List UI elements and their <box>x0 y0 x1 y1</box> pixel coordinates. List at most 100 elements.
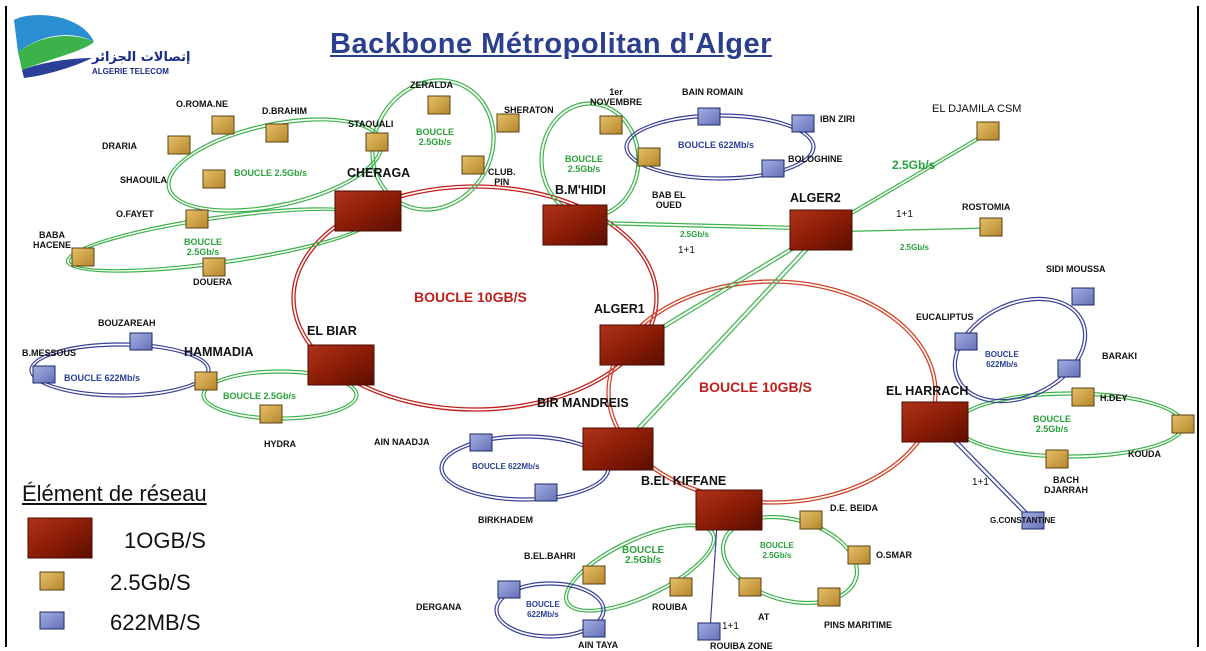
label-rostomia: ROSTOMIA <box>962 202 1011 212</box>
node-clubpin[interactable] <box>461 155 485 175</box>
label-debeida: D.E. BEIDA <box>830 503 879 513</box>
label-shaoula: SHAOUILA <box>120 175 167 185</box>
label-birmandreis: BIR MANDREIS <box>537 396 629 410</box>
node-alger2[interactable] <box>789 209 853 251</box>
node-bouzareah[interactable] <box>129 332 153 351</box>
node-rouiba[interactable] <box>669 577 693 597</box>
label-babeloued: BAB EL OUED <box>652 190 686 210</box>
node-belbahri[interactable] <box>582 565 606 585</box>
node-cheraga[interactable] <box>334 190 402 232</box>
node-elbiar[interactable] <box>307 344 375 386</box>
label-boucle-2-5-cheraga: BOUCLE 2.5Gb/s <box>234 168 308 178</box>
node-sheraton[interactable] <box>496 113 520 133</box>
logo-arabic-text: إتصالات الجزائر <box>92 50 191 65</box>
label-hydra: HYDRA <box>264 439 297 449</box>
node-hammadia[interactable] <box>194 371 218 391</box>
label-boucle-2-5-zeralda: BOUCLE 2.5Gb/s <box>416 127 454 147</box>
node-pinsmaritime[interactable] <box>817 587 841 607</box>
node-birmandreis[interactable] <box>582 427 654 471</box>
legend-item-2-5g: 2.5Gb/S <box>110 570 191 595</box>
node-elharrach[interactable] <box>901 401 969 443</box>
page-title: Backbone Métropolitan d'Alger <box>330 28 772 60</box>
label-douera: DOUERA <box>193 277 233 287</box>
label-boucle-2-5-bmhidi: BOUCLE 2.5Gb/s <box>565 154 603 174</box>
node-dbrahim[interactable] <box>265 123 289 143</box>
label-elbiar: EL BIAR <box>307 324 357 338</box>
label-zeralda: ZERALDA <box>410 80 453 90</box>
label-link-djamila: 2.5Gb/s <box>892 158 936 172</box>
node-1er-novembre[interactable] <box>599 115 623 135</box>
node-debeida[interactable] <box>799 510 823 530</box>
label-aintaya: AIN TAYA <box>578 640 619 650</box>
legend-item-10g: 1OGB/S <box>124 528 206 553</box>
node-shaoula[interactable] <box>202 169 226 189</box>
legend-title: Élément de réseau <box>22 481 207 506</box>
node-osmar[interactable] <box>847 545 871 565</box>
node-belkiffane[interactable] <box>695 489 763 531</box>
node-rouibazone[interactable] <box>697 622 721 641</box>
node-ibnziri[interactable] <box>791 114 815 133</box>
label-cheraga: CHERAGA <box>347 166 411 180</box>
node-babahacene[interactable] <box>71 247 95 267</box>
node-baraki[interactable] <box>1057 359 1081 378</box>
node-sidimoussa[interactable] <box>1071 287 1095 306</box>
node-bmessous[interactable] <box>32 365 56 384</box>
node-staouali[interactable] <box>365 132 389 152</box>
node-aintaya[interactable] <box>582 619 606 638</box>
label-boucle-10g-east: BOUCLE 10GB/S <box>699 379 812 395</box>
label-boucle-10g-west: BOUCLE 10GB/S <box>414 289 527 305</box>
label-boucle-2-5-ofayet: BOUCLE 2.5Gb/s <box>184 237 222 257</box>
label-ibnziri: IBN ZIRI <box>820 114 855 124</box>
label-belkiffane: B.EL KIFFANE <box>641 474 727 488</box>
node-at[interactable] <box>738 577 762 597</box>
label-bouzareah: BOUZAREAH <box>98 318 156 328</box>
label-sidimoussa: SIDI MOUSSA <box>1046 264 1106 274</box>
label-ainnaadja: AIN NAADJA <box>374 437 430 447</box>
label-1plus1-b: 1+1 <box>678 245 695 256</box>
legend-item-622m: 622MB/S <box>110 610 201 635</box>
node-hdey[interactable] <box>1071 387 1095 407</box>
nodes-10g <box>307 190 969 531</box>
nodes-622m <box>32 107 1095 641</box>
node-bainromain[interactable] <box>697 107 721 126</box>
node-eldjamila[interactable] <box>976 121 1000 141</box>
label-boucle-622-harrach: BOUCLE 622Mb/s <box>985 350 1019 369</box>
label-1plus1-d: 1+1 <box>722 621 739 632</box>
label-hdey: H.DEY <box>1100 393 1128 403</box>
logo-swoosh-icon <box>14 15 94 78</box>
label-sheraton: SHERATON <box>504 105 554 115</box>
label-dergana: DERGANA <box>416 602 462 612</box>
label-boucle-622-kiffane: BOUCLE 622Mb/s <box>526 600 560 619</box>
node-babeloued[interactable] <box>637 147 661 167</box>
node-douera[interactable] <box>202 257 226 277</box>
label-boucle-2-5-hammadia: BOUCLE 2.5Gb/s <box>223 391 297 401</box>
label-hammadia: HAMMADIA <box>184 345 254 359</box>
label-draria: DRARIA <box>102 141 137 151</box>
node-bmhidi[interactable] <box>542 204 608 246</box>
label-boucle-2-5-harrach: BOUCLE 2.5Gb/s <box>1033 414 1071 434</box>
label-alger1: ALGER1 <box>594 302 645 316</box>
node-eucaliptus[interactable] <box>954 332 978 351</box>
label-dbrahim: D.BRAHIM <box>262 106 307 116</box>
node-rostomia[interactable] <box>979 217 1003 237</box>
node-hydra[interactable] <box>259 404 283 424</box>
label-link-alger: 2.5Gb/s <box>680 230 709 239</box>
node-ofayet[interactable] <box>185 209 209 229</box>
node-bologhine[interactable] <box>761 159 785 178</box>
node-oromane[interactable] <box>211 115 235 135</box>
node-birkhadem[interactable] <box>534 483 558 502</box>
node-ainnaadja[interactable] <box>469 433 493 452</box>
label-belbahri: B.EL.BAHRI <box>524 551 576 561</box>
node-gconstantine[interactable] <box>1021 511 1045 530</box>
label-eucaliptus: EUCALIPTUS <box>916 312 974 322</box>
label-boucle-2-5-kiffane-a: BOUCLE 2.5Gb/s <box>622 545 665 566</box>
node-draria[interactable] <box>167 135 191 155</box>
node-kouda[interactable] <box>1171 414 1195 434</box>
node-zeralda[interactable] <box>427 95 451 115</box>
node-alger1[interactable] <box>599 324 665 366</box>
node-bachdjarrah[interactable] <box>1045 449 1069 469</box>
label-osmar: O.SMAR <box>876 550 912 560</box>
label-elharrach: EL HARRACH <box>886 384 969 398</box>
node-dergana[interactable] <box>497 580 521 599</box>
